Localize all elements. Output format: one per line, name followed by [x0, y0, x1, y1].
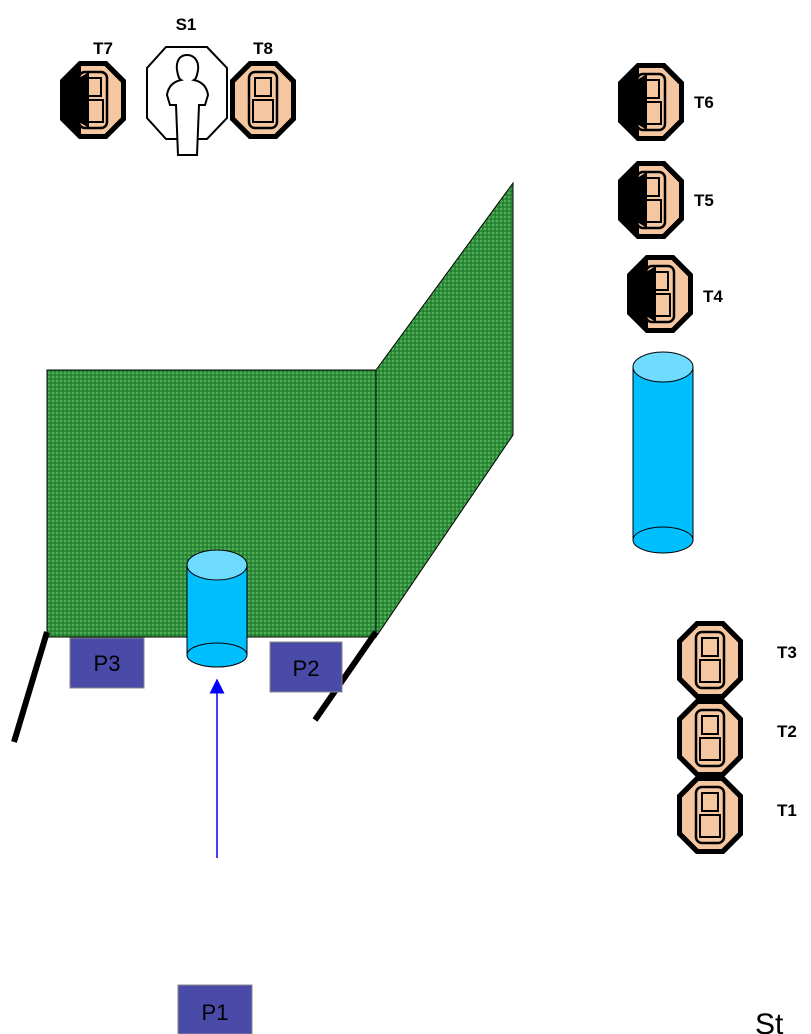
label-p2: P2	[293, 656, 320, 681]
target-icon-t5	[616, 159, 686, 241]
target-icon-t1	[675, 774, 745, 856]
label-t4: T4	[703, 287, 723, 306]
label-t2: T2	[777, 722, 797, 741]
shooter-silhouette-icon	[146, 46, 228, 156]
label-p1: P1	[202, 1000, 229, 1025]
barrel-front	[186, 549, 248, 668]
marker-p3: P3	[69, 637, 145, 689]
target-icon-t8	[228, 59, 298, 141]
target-icon-t2	[675, 697, 745, 779]
target-icon-t7	[58, 59, 128, 141]
barrel-tall	[632, 351, 694, 554]
label-t5: T5	[694, 191, 714, 210]
target-icon-t6	[616, 61, 686, 143]
wall-side	[375, 181, 514, 639]
marker-p2: P2	[269, 641, 343, 693]
label-t1: T1	[777, 801, 797, 820]
partial-stage-text: St	[755, 1008, 784, 1034]
label-t7: T7	[93, 39, 113, 58]
target-icon-t4	[625, 253, 695, 335]
target-icon-t3	[675, 619, 745, 701]
marker-p1: P1	[177, 984, 253, 1034]
label-t6: T6	[694, 93, 714, 112]
label-s1: S1	[176, 15, 197, 34]
fault-line-left	[11, 631, 50, 743]
fault-line-right	[312, 630, 379, 722]
label-p3: P3	[94, 651, 121, 676]
label-t3: T3	[777, 643, 797, 662]
label-t8: T8	[253, 39, 273, 58]
